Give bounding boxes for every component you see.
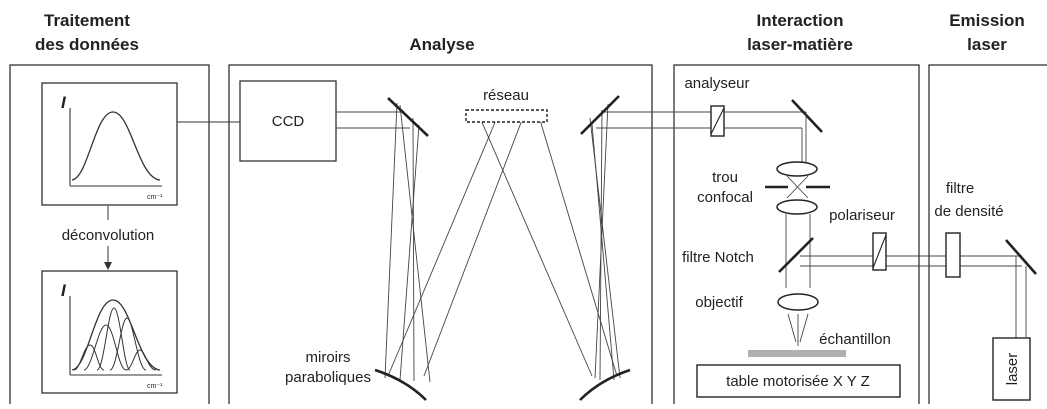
laser-label: laser [1004, 353, 1021, 386]
sample-label: échantillon [819, 331, 891, 348]
spectrum-bottom-unit: cm⁻¹ [147, 383, 163, 390]
spectrum-bottom-intensity-label: I [61, 281, 67, 300]
header-data-processing-line2: des données [35, 35, 139, 54]
header-analysis: Analyse [409, 35, 474, 54]
header-data-processing-line1: Traitement [44, 11, 130, 30]
laser-source [992, 337, 1031, 401]
panel-emission [928, 64, 1047, 409]
right-flat-mirror [580, 95, 620, 135]
right-parabolic-mirror [579, 368, 631, 401]
objective-lens [777, 293, 819, 311]
density-filter-label-line1: filtre [946, 180, 974, 197]
panel-interaction [673, 64, 920, 409]
grating [465, 109, 548, 123]
top-lens [776, 161, 818, 177]
mirrors-label-line1: miroirs [306, 349, 351, 366]
motorized-stage [696, 364, 901, 398]
panel-analysis [228, 64, 653, 409]
ccd-box [239, 80, 337, 162]
sample [748, 350, 846, 357]
analysis-beams [336, 102, 806, 383]
mirrors-label-line2: paraboliques [285, 369, 371, 386]
spectrum-top [41, 82, 178, 206]
pinhole-label-line1: trou [712, 169, 738, 186]
header-interaction-line1: Interaction [757, 11, 844, 30]
density-filter-label-line2: de densité [934, 203, 1003, 220]
stage-label: table motorisée X Y Z [726, 373, 870, 390]
header-emission-line2: laser [967, 35, 1007, 54]
notch-label: filtre Notch [682, 249, 754, 266]
ccd-label: CCD [272, 113, 305, 130]
laser-beam-horizontal [800, 255, 1022, 267]
spectrum-bottom [41, 270, 178, 394]
density-filter [945, 232, 961, 278]
top-turning-mirror [791, 99, 823, 133]
analyzer-label: analyseur [684, 75, 749, 92]
polarizer-label: polariseur [829, 207, 895, 224]
laser-beam-vertical [1015, 256, 1027, 338]
notch-filter [778, 237, 814, 273]
pinhole-label-line2: confocal [697, 189, 753, 206]
header-emission-line1: Emission [949, 11, 1025, 30]
left-parabolic-mirror [374, 368, 427, 401]
bottom-lens [776, 199, 818, 215]
objective-label: objectif [695, 294, 743, 311]
panel-data-processing [9, 64, 210, 409]
vertical-beam [785, 112, 811, 346]
spectrum-top-intensity-label: I [61, 93, 67, 112]
deconvolution-label: déconvolution [62, 227, 155, 244]
left-flat-mirror [387, 97, 429, 137]
header-interaction-line2: laser-matière [747, 35, 853, 54]
laser-turning-mirror [1005, 239, 1037, 275]
grating-label: réseau [483, 87, 529, 104]
spectrum-top-unit: cm⁻¹ [147, 194, 163, 201]
